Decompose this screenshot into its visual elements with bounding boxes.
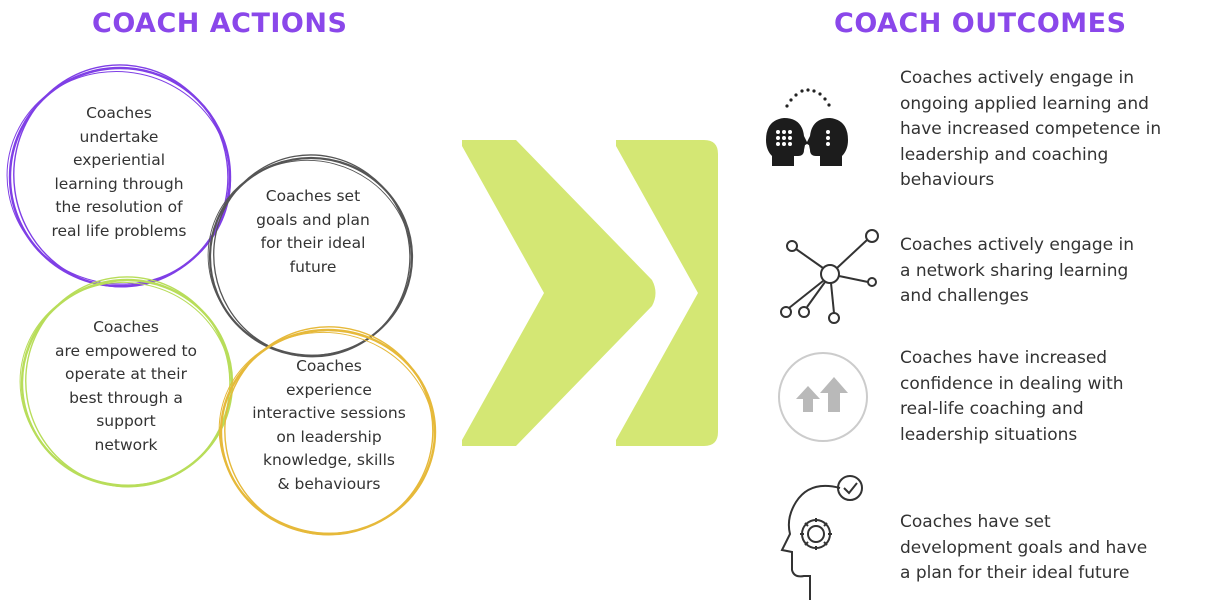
outcome-confidence-text: Coaches have increased confidence in dea…	[900, 348, 1124, 445]
action-goals-text: Coaches set goals and plan for their ide…	[256, 187, 370, 276]
coach-actions-title: COACH ACTIONS	[92, 8, 348, 39]
head-gear-check-icon	[780, 475, 863, 600]
outcome-network-text: Coaches actively engage in a network sha…	[900, 235, 1134, 306]
outcome-learning-text: Coaches actively engage in ongoing appli…	[900, 68, 1162, 190]
up-arrows-icon	[778, 352, 868, 442]
two-heads-learning-icon	[766, 88, 848, 166]
outcome-goals-text: Coaches have set development goals and h…	[900, 512, 1148, 583]
green-circle	[19, 276, 234, 488]
network-nodes-icon	[780, 229, 879, 324]
action-circles-graphic	[6, 64, 437, 536]
coach-outcomes-title: COACH OUTCOMES	[834, 8, 1127, 39]
yellow-circle	[218, 326, 437, 536]
action-empowered-text: Coaches are empowered to operate at thei…	[54, 318, 198, 454]
grey-circle	[207, 154, 414, 358]
chevron-left	[462, 140, 656, 446]
double-chevron-arrow	[462, 140, 718, 446]
chevron-right	[616, 140, 718, 446]
action-learning-text: Coaches undertake experiential learning …	[51, 104, 187, 240]
action-sessions-text: Coaches experience interactive sessions …	[252, 357, 406, 493]
